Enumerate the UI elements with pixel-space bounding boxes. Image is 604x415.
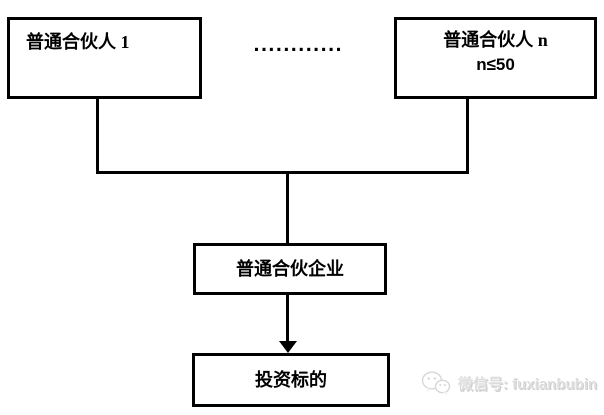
- connector-line-merge-horizontal: [96, 171, 469, 174]
- flowchart-box-investment-target: 投资标的: [192, 353, 390, 407]
- wechat-icon: [421, 370, 451, 396]
- flowchart-box-partnership-enterprise: 普通合伙企业: [193, 243, 387, 295]
- watermark-text: 微信号: fuxianbubin: [458, 375, 598, 393]
- down-arrow-head: [279, 341, 297, 353]
- general-partner-n-label: 普通合伙人 n: [443, 30, 548, 50]
- down-arrow-shaft: [286, 295, 289, 342]
- connector-line-middle-vertical: [286, 171, 289, 243]
- flowchart-box-general-partner-n: 普通合伙人 n n≤50: [394, 17, 597, 99]
- ellipsis-dots: ............: [253, 36, 343, 56]
- investment-target-label: 投资标的: [255, 369, 327, 390]
- connector-line-left-vertical: [96, 99, 99, 174]
- general-partner-1-label: 普通合伙人 1: [26, 32, 130, 52]
- partnership-enterprise-label: 普通合伙企业: [236, 258, 344, 279]
- connector-line-right-vertical: [466, 99, 469, 174]
- watermark: 微信号: fuxianbubin: [421, 370, 597, 396]
- partner-count-constraint-label: n≤50: [476, 55, 515, 75]
- flowchart-box-general-partner-1: 普通合伙人 1: [7, 17, 202, 99]
